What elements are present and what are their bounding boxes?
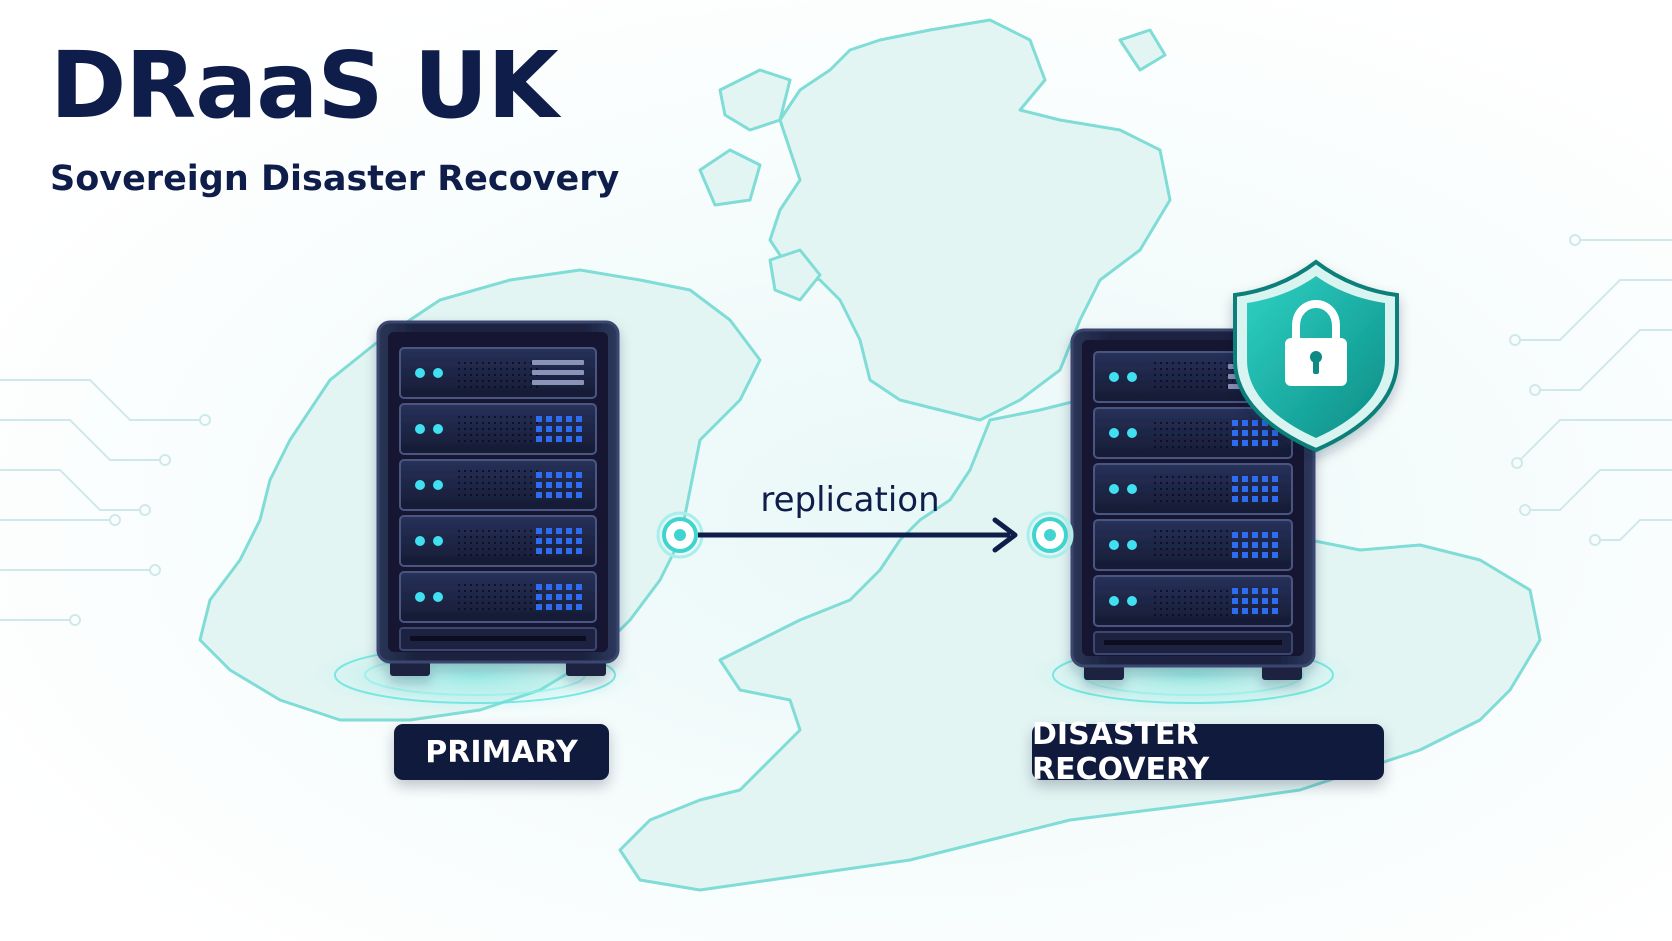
page-title: DRaaS UK (50, 32, 559, 139)
server-rack-icon (376, 320, 620, 676)
node-label-disaster-recovery: DISASTER RECOVERY (1032, 717, 1384, 787)
circuit-lines-icon (0, 379, 211, 626)
title-block: DRaaS UK Sovereign Disaster Recovery (50, 40, 619, 197)
server-rack-icon (1070, 328, 1316, 680)
page-subtitle: Sovereign Disaster Recovery (50, 159, 620, 199)
node-label-primary: PRIMARY (394, 724, 609, 780)
replication-arrow (656, 511, 1074, 559)
edge-label-replication: replication (760, 480, 940, 520)
circuit-lines-icon (1509, 234, 1672, 546)
shield-lock-icon (1233, 259, 1399, 453)
